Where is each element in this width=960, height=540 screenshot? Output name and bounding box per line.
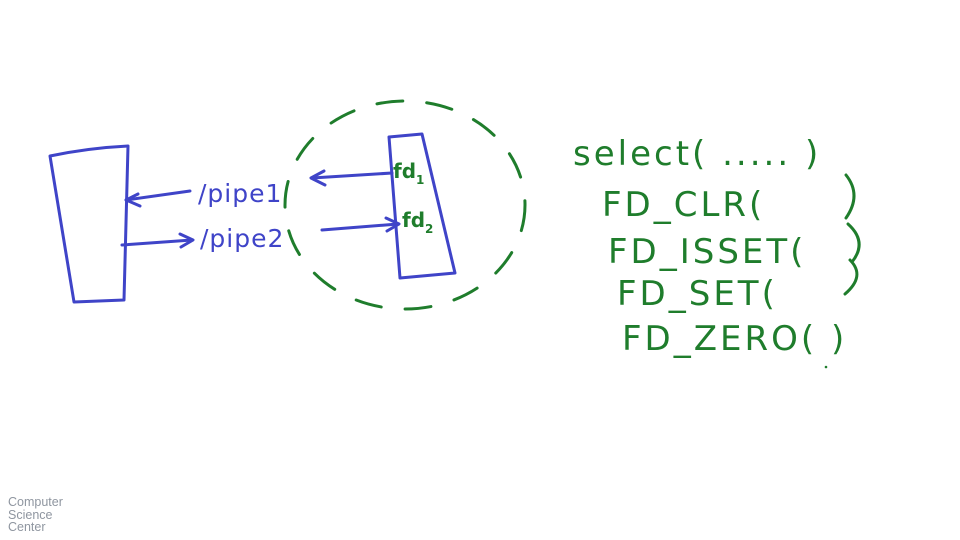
logo-line-3: Center xyxy=(8,520,46,534)
fd-isset-call: FD_ISSET( xyxy=(608,232,806,272)
fd1-label: fd1 xyxy=(393,159,424,187)
logo-line-2: Science xyxy=(8,507,53,522)
logo-line-1: Computer xyxy=(8,495,63,509)
fd1-base: fd xyxy=(393,159,416,183)
fd-zero-call: FD_ZERO( ) xyxy=(622,319,847,359)
left-process-box xyxy=(48,144,130,304)
fd2-label: fd2 xyxy=(402,208,433,236)
arrow-pipe1-to-left-box xyxy=(124,189,192,208)
fd2-subscript: 2 xyxy=(425,222,433,236)
select-call: select( ..... ) xyxy=(573,134,821,174)
arrow-fd1-to-pipe1 xyxy=(309,169,394,187)
fd-isset-close-paren xyxy=(846,222,861,264)
fd1-subscript: 1 xyxy=(416,173,424,187)
arrow-left-box-to-pipe2 xyxy=(120,232,195,249)
fd-set-close-paren xyxy=(843,258,859,296)
pipe1-label: /pipe1 xyxy=(198,179,282,208)
fd-clr-call: FD_CLR( xyxy=(602,185,765,225)
arrow-pipe2-to-fd2 xyxy=(320,216,401,233)
pipe2-label: /pipe2 xyxy=(200,224,284,253)
computer-science-center-logo: Computer Science Center xyxy=(8,496,63,534)
fd-clr-close-paren xyxy=(844,173,856,220)
dashed-ellipse xyxy=(283,99,527,311)
fd-set-call: FD_SET( xyxy=(617,274,778,314)
stray-dot xyxy=(824,365,828,369)
right-process-box xyxy=(387,132,457,280)
fd2-base: fd xyxy=(402,208,425,232)
